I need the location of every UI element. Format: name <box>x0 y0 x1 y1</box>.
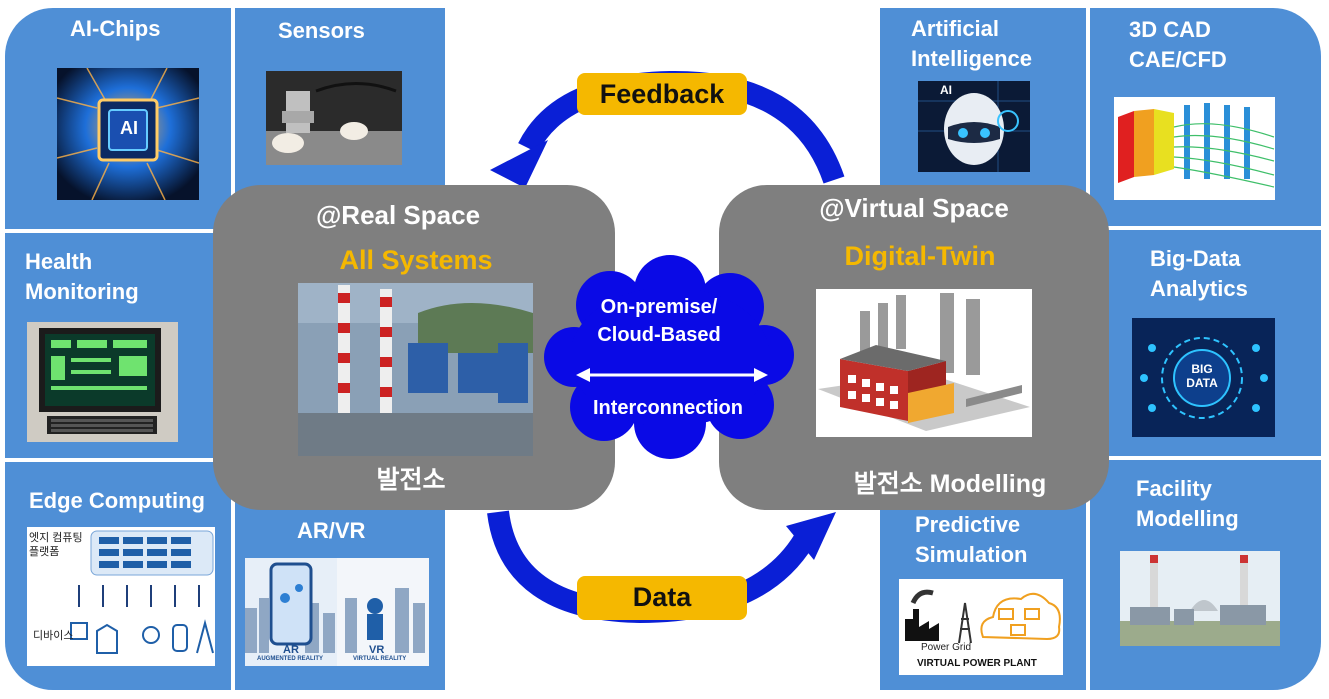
data-arrowhead <box>786 512 836 560</box>
ai-chips-title: AI-Chips <box>70 16 161 41</box>
real-space-header: @Real Space <box>315 200 481 230</box>
edge-computing-image: 엣지 컴퓨팅 플랫폼 디바이스 <box>27 527 215 666</box>
cad-cfd-image <box>1114 97 1275 200</box>
cloud-shape <box>544 255 794 459</box>
real-space-subtitle: All Systems <box>339 245 493 275</box>
power-plant-photo <box>298 283 533 456</box>
virtual-space-subtitle: Digital-Twin <box>844 241 996 271</box>
real-space-caption: 발전소 <box>376 466 446 494</box>
edge-devices-label: 디바이스 <box>33 630 74 642</box>
right-divider-h2 <box>1090 456 1321 460</box>
predictive-simulation-title: Predictive Simulation <box>915 512 1028 567</box>
edge-platform-label: 엣지 컴퓨팅 플랫폼 <box>29 532 83 558</box>
left-divider-h2 <box>5 458 235 462</box>
big-data-title: Big-Data Analytics <box>1150 246 1248 301</box>
ai-chip-image: AI <box>57 68 199 200</box>
cloud-line-1: On-premise/ <box>600 296 718 318</box>
left-divider-h1 <box>5 229 235 233</box>
ai-chip-label: AI <box>120 118 138 138</box>
virtual-space-caption: 발전소 Modelling <box>853 470 1047 498</box>
facility-modelling-image <box>1120 551 1280 646</box>
cloud-line-3: Interconnection <box>592 397 743 419</box>
artificial-intelligence-title: Artificial Intelligence <box>911 16 1033 71</box>
vpp-label: VIRTUAL POWER PLANT <box>917 658 1037 669</box>
facility-modelling-title: Facility Modelling <box>1136 476 1239 531</box>
big-data-image: BIG DATA <box>1132 318 1275 437</box>
right-divider-h1 <box>1090 226 1321 230</box>
virtual-power-plant-image: Power Grid VIRTUAL POWER PLANT <box>899 579 1063 675</box>
sensors-title: Sensors <box>278 18 365 43</box>
edge-computing-title: Edge Computing <box>29 488 205 513</box>
ar-vr-title: AR/VR <box>297 518 366 543</box>
ar-vr-image: AR AUGMENTED REALITY VR VIRTUAL REALITY <box>245 558 429 666</box>
cloud-line-2: Cloud-Based <box>597 324 721 346</box>
ar-sub-label: AUGMENTED REALITY <box>257 656 323 662</box>
sensors-image <box>266 71 402 165</box>
cad-title: 3D CAD CAE/CFD <box>1129 17 1227 72</box>
vr-sub-label: VIRTUAL REALITY <box>353 656 407 662</box>
ai-robot-image: AI <box>918 81 1030 172</box>
ar-label: AR <box>283 644 299 656</box>
data-label: Data <box>577 576 747 620</box>
bidirectional-arrow <box>576 368 768 382</box>
feedback-label: Feedback <box>577 73 747 115</box>
factory-model-image <box>816 289 1032 437</box>
big-data-label: BIG DATA <box>1186 362 1218 390</box>
virtual-space-header: @Virtual Space <box>819 193 1009 223</box>
feedback-arrowhead <box>490 140 548 188</box>
ai-robot-label: AI <box>940 83 952 97</box>
health-monitoring-title: Health Monitoring <box>25 249 139 304</box>
health-monitoring-image <box>27 322 178 442</box>
power-grid-label: Power Grid <box>921 642 972 653</box>
vr-label: VR <box>369 644 385 656</box>
